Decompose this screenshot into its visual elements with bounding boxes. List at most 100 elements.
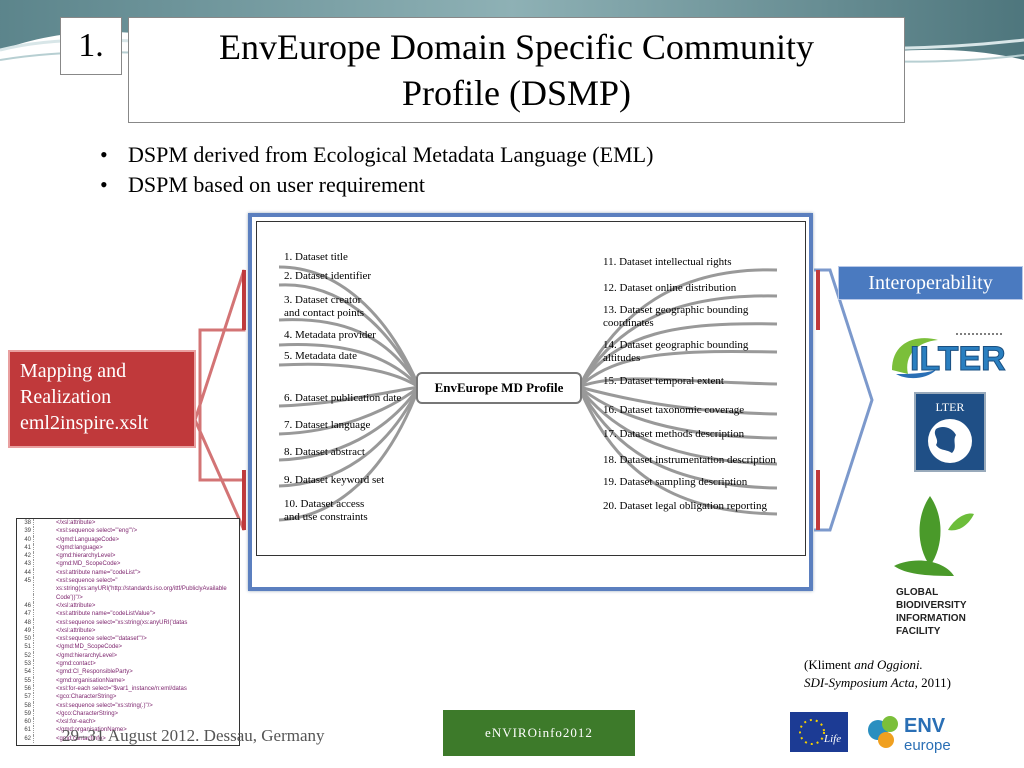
- code-line: 40</gmd:LanguageCode>: [17, 535, 239, 544]
- code-line-number: 44: [24, 569, 31, 576]
- code-line-number: 50: [24, 636, 31, 643]
- code-gutter: [33, 668, 56, 677]
- gbif-leaf-logo: [894, 496, 974, 576]
- mindmap-label: 4. Metadata provider: [284, 329, 376, 341]
- title-line-1: EnvEurope Domain Specific Community: [219, 27, 814, 67]
- title-line-2: Profile (DSMP): [401, 73, 631, 113]
- code-gutter: [33, 610, 56, 619]
- code-gutter: [33, 535, 56, 544]
- code-line: 39<xsl:sequence select="'eng'"/>: [17, 527, 239, 536]
- code-line: 50<xsl:sequence select="'dataset'"/>: [17, 635, 239, 644]
- code-line-number: 38: [24, 520, 31, 526]
- svg-text:europe: europe: [904, 737, 951, 754]
- code-gutter: [33, 693, 56, 702]
- code-line-number: 42: [24, 553, 31, 560]
- slide-title: EnvEurope Domain Specific Community Prof…: [128, 17, 905, 123]
- code-line-number: 47: [24, 611, 31, 618]
- code-line-number: 55: [24, 677, 31, 684]
- code-line-text: </xsl:attribute>: [56, 520, 96, 526]
- mindmap-label: altitudes: [603, 352, 641, 364]
- code-line-number: 46: [24, 602, 31, 609]
- code-gutter: [33, 577, 56, 586]
- code-line-text: </xsl:for-each>: [56, 719, 96, 726]
- globe-icon: [928, 419, 972, 463]
- env-europe-logo: ENV europe: [868, 715, 951, 754]
- mindmap-label: 11. Dataset intellectual rights: [603, 256, 732, 268]
- mindmap-label: 16. Dataset taxonomic coverage: [603, 404, 745, 416]
- mindmap-label: 5. Metadata date: [284, 350, 357, 362]
- code-line-number: 43: [24, 561, 31, 568]
- code-line: 43 <gmd:MD_ScopeCode>: [17, 560, 239, 569]
- code-gutter: [33, 660, 56, 669]
- code-line: 51 </gmd:MD_ScopeCode>: [17, 643, 239, 652]
- code-line-number: 40: [24, 536, 31, 543]
- lter-logo: LTER: [914, 392, 986, 472]
- footer-date-location: 29–31 August 2012. Dessau, Germany: [62, 726, 325, 745]
- code-gutter: [33, 718, 56, 727]
- mapping-box: Mapping and Realization eml2inspire.xslt: [8, 350, 196, 448]
- left-arrow-shape: [193, 269, 246, 531]
- code-gutter: [33, 618, 56, 627]
- code-line-text: <gmd:MD_ScopeCode>: [56, 561, 121, 568]
- code-gutter: [33, 701, 56, 710]
- code-line: xs:string(xs:anyURI('http://standards.is…: [17, 585, 239, 594]
- code-line: 57<gco:CharacterString>: [17, 693, 239, 702]
- code-line-text: </gmd:language>: [56, 544, 103, 551]
- code-gutter: [33, 585, 56, 594]
- mindmap-label: 2. Dataset identifier: [284, 270, 372, 282]
- mindmap-label: 8. Dataset abstract: [284, 446, 365, 458]
- mindmap-label: and use constraints: [284, 511, 368, 523]
- code-line: 53<gmd:contact>: [17, 660, 239, 669]
- code-line-text: <xsl:sequence select="'eng'"/>: [56, 528, 138, 535]
- code-gutter: [33, 709, 56, 719]
- svg-text:ENV: ENV: [904, 715, 946, 737]
- code-line-text: </gmd:organisationName>: [56, 727, 127, 734]
- code-line-text: <xsl:for-each select="$var1_instance/n:e…: [56, 685, 187, 692]
- code-line-text: <gmd:contact>: [56, 661, 96, 668]
- code-line: 46</xsl:attribute>: [17, 601, 239, 611]
- code-line: 55 <gmd:organisationName>: [17, 676, 239, 685]
- code-line: 60 </xsl:for-each>: [17, 718, 239, 727]
- code-line-text: <xsl:attribute name="codeList">: [56, 569, 141, 576]
- code-line-text: </xsl:attribute>: [56, 627, 96, 634]
- citation: (Kliment and Oggioni. SDI-Symposium Acta…: [804, 657, 951, 690]
- mindmap-label: 19. Dataset sampling description: [603, 476, 748, 488]
- code-line-number: 51: [24, 644, 31, 651]
- code-line-text: <gmd:organisationName>: [56, 677, 126, 684]
- code-line-text: </gco:CharacterString>: [56, 710, 119, 717]
- bullet-item: •DSPM based on user requirement: [100, 170, 653, 200]
- code-line-text: </gmd:hierarchyLevel>: [56, 652, 118, 659]
- code-gutter: [33, 651, 56, 661]
- mindmap-branches: [278, 265, 778, 522]
- bullet-icon: •: [100, 172, 108, 197]
- code-line-number: 49: [24, 627, 31, 634]
- mindmap-label: 10. Dataset access: [284, 498, 365, 510]
- code-line-text: <xsl:sequence select="xs:string(xs:anyUR…: [56, 619, 188, 626]
- code-line: 48 <xsl:sequence select="xs:string(xs:any…: [17, 618, 239, 627]
- code-line-number: 60: [24, 719, 31, 726]
- code-gutter: [33, 552, 56, 561]
- mindmap-label: 18. Dataset instrumentation description: [603, 454, 776, 466]
- code-line: 44 <xsl:attribute name="codeList">: [17, 568, 239, 578]
- code-line-number: 48: [24, 619, 31, 626]
- code-line-text: Code'))"/>: [56, 594, 83, 601]
- svg-text:ILTER: ILTER: [910, 340, 1006, 378]
- code-gutter: [33, 519, 56, 528]
- code-line: 42<gmd:hierarchyLevel>: [17, 552, 239, 561]
- code-line-text: <xsl:sequence select=": [56, 578, 118, 585]
- mindmap-label: 14. Dataset geographic bounding: [603, 339, 749, 351]
- bullet-list: •DSPM derived from Ecological Metadata L…: [100, 140, 653, 200]
- code-line: 59</gco:CharacterString>: [17, 709, 239, 719]
- enviroinfo-logo: eNVIROinfo2012: [443, 710, 635, 756]
- mindmap-label: 15. Dataset temporal extent: [603, 375, 724, 387]
- code-line-number: 57: [24, 694, 31, 701]
- mindmap-label: 7. Dataset language: [284, 419, 371, 431]
- code-line-text: </gmd:MD_ScopeCode>: [56, 644, 123, 651]
- code-gutter: [33, 676, 56, 685]
- code-gutter: [33, 568, 56, 578]
- code-line: 62<gmd:contactInfo>: [17, 734, 239, 744]
- code-line-text: <xsl:attribute name="codeListValue">: [56, 611, 156, 618]
- mindmap-center-node: EnvEurope MD Profile: [416, 372, 582, 404]
- mindmap-label: 13. Dataset geographic bounding: [603, 304, 749, 316]
- interoperability-box: Interoperability: [838, 266, 1023, 300]
